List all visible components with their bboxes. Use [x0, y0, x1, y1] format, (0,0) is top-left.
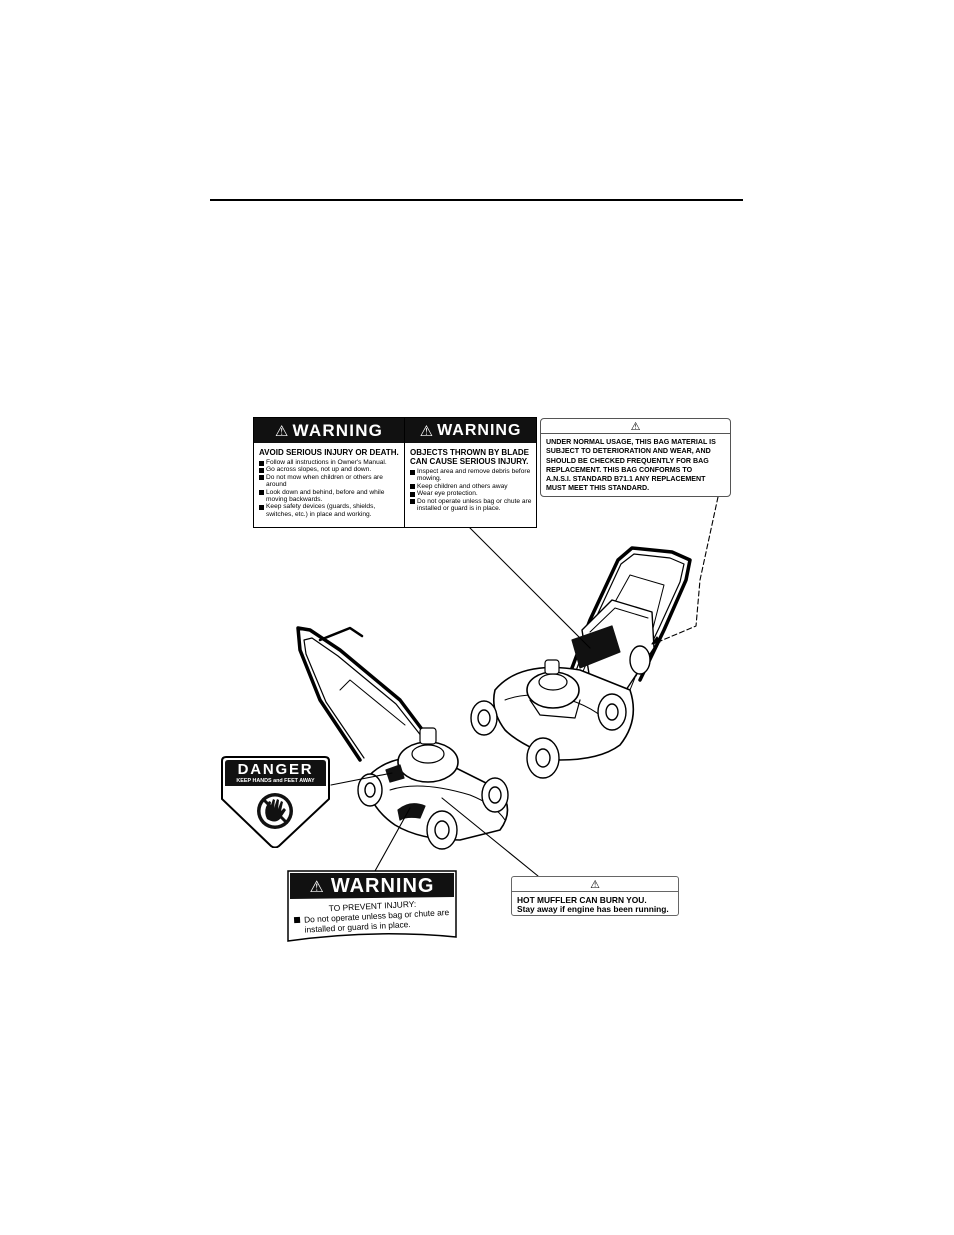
hot-muffler-label: ⚠ HOT MUFFLER CAN BURN YOU. Stay away if… — [511, 876, 679, 916]
list-item: Follow all instructions in Owner's Manua… — [259, 459, 404, 466]
bullet-square-icon — [259, 504, 264, 510]
hot-muffler-line2: Stay away if engine has been running. — [517, 904, 669, 914]
warning-left-panel: ⚠ WARNING AVOID SERIOUS INJURY OR DEATH.… — [254, 418, 405, 527]
warning-dual-label: ⚠ WARNING AVOID SERIOUS INJURY OR DEATH.… — [253, 417, 537, 528]
rear-bag-mower — [470, 546, 692, 779]
warning-triangle-icon: ⚠ — [590, 878, 600, 891]
header-rule — [210, 199, 743, 201]
bullet-square-icon — [259, 490, 264, 496]
warning-right-list: Inspect area and remove debris before mo… — [410, 468, 536, 512]
curved-warning-header: ⚠ WARNING — [284, 875, 460, 898]
bullet-square-icon — [410, 484, 415, 490]
bullet-square-icon — [259, 475, 264, 481]
list-item: Inspect area and remove debris before mo… — [410, 468, 536, 483]
bag-label-header: ⚠ — [541, 419, 730, 434]
danger-shape — [221, 756, 330, 849]
curved-warning-label: ⚠WARNING TO PREVENT INJURY: Do not opera… — [284, 867, 460, 945]
curved-label-shape — [287, 870, 457, 942]
bullet-square-icon — [259, 467, 264, 473]
list-item: Do not operate unless bag or chute are i… — [410, 498, 536, 513]
bullet-square-icon — [410, 469, 415, 475]
warning-triangle-icon: ⚠ — [274, 422, 290, 440]
list-item: Wear eye protection. — [410, 490, 536, 497]
warning-header: ⚠ WARNING — [254, 418, 404, 443]
warning-title: WARNING — [437, 421, 522, 439]
bullet-square-icon — [259, 460, 264, 466]
hand-prohibition-icon — [257, 793, 293, 829]
warning-left-list: Follow all instructions in Owner's Manua… — [259, 459, 404, 518]
side-mower — [296, 626, 509, 850]
bullet-square-icon — [293, 916, 301, 924]
bullet-square-icon — [410, 499, 415, 505]
hot-muffler-line1: HOT MUFFLER CAN BURN YOU. — [517, 895, 647, 905]
leader-lines — [330, 496, 719, 877]
bag-label-text: UNDER NORMAL USAGE, THIS BAG MATERIAL IS… — [546, 438, 716, 493]
warning-triangle-icon: ⚠ — [419, 422, 435, 440]
warning-subtitle: OBJECTS THROWN BY BLADE CAN CAUSE SERIOU… — [410, 448, 529, 466]
bag-material-label: ⚠ UNDER NORMAL USAGE, THIS BAG MATERIAL … — [540, 418, 731, 497]
warning-triangle-icon: ⚠ — [309, 879, 325, 896]
list-item: Do not mow when children or others are a… — [259, 474, 404, 489]
list-item: Keep safety devices (guards, shields, sw… — [259, 503, 404, 518]
warning-triangle-icon: ⚠ — [630, 420, 641, 433]
warning-title: WARNING — [292, 420, 384, 440]
warning-subtitle: AVOID SERIOUS INJURY OR DEATH. — [259, 448, 399, 457]
warning-header: ⚠ WARNING — [405, 418, 536, 443]
bullet-square-icon — [410, 491, 415, 497]
list-item: Look down and behind, before and while m… — [259, 489, 404, 504]
hot-muffler-header: ⚠ — [512, 877, 678, 892]
danger-title: DANGER — [237, 761, 314, 778]
danger-label: DANGER KEEP HANDS and FEET AWAY — [220, 755, 331, 849]
danger-subtitle: KEEP HANDS and FEET AWAY — [236, 778, 315, 784]
list-item: Go across slopes, not up and down. — [259, 466, 404, 473]
warning-title: WARNING — [330, 875, 435, 897]
warning-right-panel: ⚠ WARNING OBJECTS THROWN BY BLADE CAN CA… — [405, 418, 536, 527]
list-item: Keep children and others away — [410, 483, 536, 490]
